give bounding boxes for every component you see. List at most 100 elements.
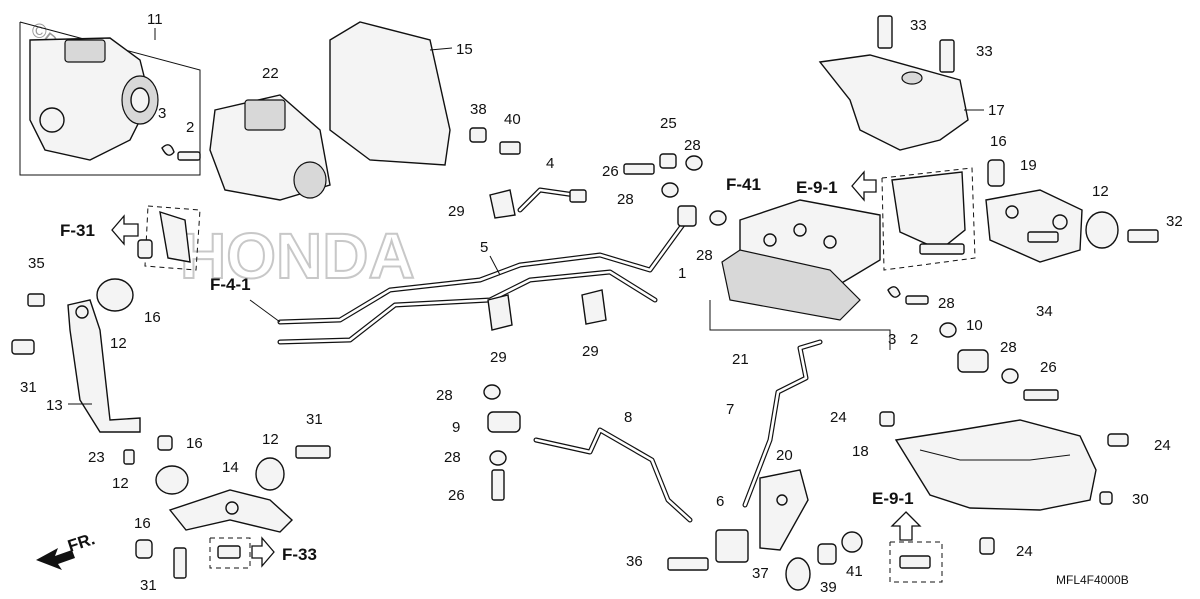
callout-33a: 33 — [910, 17, 927, 34]
ref-e91-top[interactable]: E-9-1 — [796, 178, 838, 197]
callout-12a: 12 — [1092, 183, 1109, 200]
part-36-bolt[interactable] — [667, 557, 709, 571]
part-31-bolt-c[interactable] — [173, 547, 187, 579]
ref-f41[interactable]: F-41 — [726, 175, 761, 194]
callout-26b: 26 — [1040, 359, 1057, 376]
part-3-clip-a[interactable] — [161, 144, 175, 156]
callout-11: 11 — [147, 11, 163, 28]
callout-28e: 28 — [1000, 339, 1017, 356]
callout-2b: 2 — [910, 331, 918, 348]
part-28-washer-f[interactable] — [483, 384, 501, 400]
part-2-bolt-a[interactable] — [177, 151, 201, 161]
part-17-bracket[interactable] — [818, 54, 969, 151]
part-8-brake-pipe[interactable] — [533, 427, 693, 523]
part-18-undercover[interactable] — [894, 419, 1097, 511]
part-30-nut[interactable] — [1099, 491, 1113, 505]
callout-25: 25 — [660, 115, 677, 132]
part-16-collar-d[interactable] — [135, 539, 153, 559]
ref-e91-bottom[interactable]: E-9-1 — [872, 489, 914, 508]
callout-33b: 33 — [976, 43, 993, 60]
part-16-collar-a[interactable] — [137, 239, 153, 259]
part-15-cover[interactable] — [329, 21, 451, 166]
part-3-clip-b[interactable] — [887, 286, 901, 298]
part-21-abs-modulator[interactable] — [721, 199, 881, 321]
part-28-washer-c[interactable] — [709, 210, 727, 226]
part-35-bolt[interactable] — [27, 293, 45, 307]
part-29-clamp-a[interactable] — [489, 189, 516, 219]
leader-f41-left — [249, 299, 281, 323]
part-24-bolt-a[interactable] — [879, 411, 895, 427]
part-1-connector[interactable] — [677, 205, 697, 227]
part-26-bolt-a[interactable] — [623, 163, 655, 175]
part-37-grommet[interactable] — [785, 557, 811, 591]
part-24-bolt-b[interactable] — [1107, 433, 1129, 447]
part-26-bolt-c[interactable] — [491, 469, 505, 501]
callout-28c: 28 — [696, 247, 713, 264]
part-40-bolt[interactable] — [499, 141, 521, 155]
part-24-bolt-c[interactable] — [979, 537, 995, 555]
part-12-grommet-b[interactable] — [1085, 211, 1119, 249]
callout-22: 22 — [262, 65, 279, 82]
callout-18: 18 — [852, 443, 869, 460]
part-6-joint-block[interactable] — [715, 529, 749, 563]
front-arrow-icon — [36, 548, 75, 570]
diagram-code: MFL4F4000B — [1056, 573, 1129, 587]
callout-31a: 31 — [20, 379, 37, 396]
part-13-bracket[interactable] — [67, 299, 141, 433]
part-22-pump-unit[interactable] — [209, 94, 331, 201]
part-23-bolt[interactable] — [123, 449, 135, 465]
part-41-bushing[interactable] — [841, 531, 863, 553]
part-28-washer-b[interactable] — [661, 182, 679, 198]
part-28-washer-d[interactable] — [939, 322, 957, 338]
part-4-pipe-short[interactable] — [517, 187, 587, 213]
part-9-joint[interactable] — [487, 411, 521, 433]
callout-28b: 28 — [617, 191, 634, 208]
part-10-joint[interactable] — [957, 349, 989, 373]
part-19-plate[interactable] — [985, 189, 1083, 263]
part-11-motor-assembly[interactable] — [19, 21, 201, 176]
callout-3a: 3 — [158, 105, 166, 122]
callout-1: 1 — [678, 265, 686, 282]
callout-10: 10 — [966, 317, 983, 334]
part-20-bracket[interactable] — [759, 469, 809, 551]
ref-f33[interactable]: F-33 — [282, 545, 317, 564]
part-12-grommet-d[interactable] — [255, 457, 285, 491]
part-16-collar-c[interactable] — [157, 435, 173, 451]
callout-29b: 29 — [490, 349, 507, 366]
part-33-bolt-b[interactable] — [939, 39, 955, 73]
part-38-collar[interactable] — [469, 127, 487, 143]
part-28-washer-a[interactable] — [685, 155, 703, 171]
part-31-bolt-a[interactable] — [11, 339, 35, 355]
part-39-collar[interactable] — [817, 543, 837, 565]
part-bolt-boxed[interactable] — [889, 541, 943, 583]
callout-19: 19 — [1020, 157, 1037, 174]
part-25-nut[interactable] — [659, 153, 677, 169]
part-2-bolt-b[interactable] — [905, 295, 929, 305]
callout-12b: 12 — [110, 335, 127, 352]
part-33-bolt-a[interactable] — [877, 15, 893, 49]
callout-30: 30 — [1132, 491, 1149, 508]
part-34-bolt[interactable] — [1027, 231, 1059, 243]
ref-f41-left[interactable]: F-4-1 — [210, 275, 251, 294]
part-26-bolt-b[interactable] — [1023, 389, 1059, 401]
part-16-collar-b[interactable] — [987, 159, 1005, 187]
ref-f33-box[interactable] — [209, 537, 251, 569]
part-7-brake-pipe[interactable] — [742, 339, 823, 508]
callout-24b: 24 — [1154, 437, 1171, 454]
leader-15 — [429, 47, 453, 51]
part-bracket-plate[interactable] — [881, 167, 976, 271]
part-28-washer-e[interactable] — [1001, 368, 1019, 384]
ref-f31[interactable]: F-31 — [60, 221, 95, 240]
part-29-clamp-b[interactable] — [487, 294, 513, 331]
part-31-bolt-b[interactable] — [295, 445, 331, 459]
part-32-bolt[interactable] — [1127, 229, 1159, 243]
part-12-grommet-a[interactable] — [96, 278, 134, 312]
honda-watermark: HONDA — [180, 220, 415, 292]
callout-39: 39 — [820, 579, 837, 596]
part-12-grommet-c[interactable] — [155, 465, 189, 495]
part-14-bracket[interactable] — [168, 489, 294, 533]
part-28-washer-g[interactable] — [489, 450, 507, 466]
callout-28f: 28 — [436, 387, 453, 404]
part-29-clamp-c[interactable] — [581, 289, 607, 325]
callout-21: 21 — [732, 351, 749, 368]
